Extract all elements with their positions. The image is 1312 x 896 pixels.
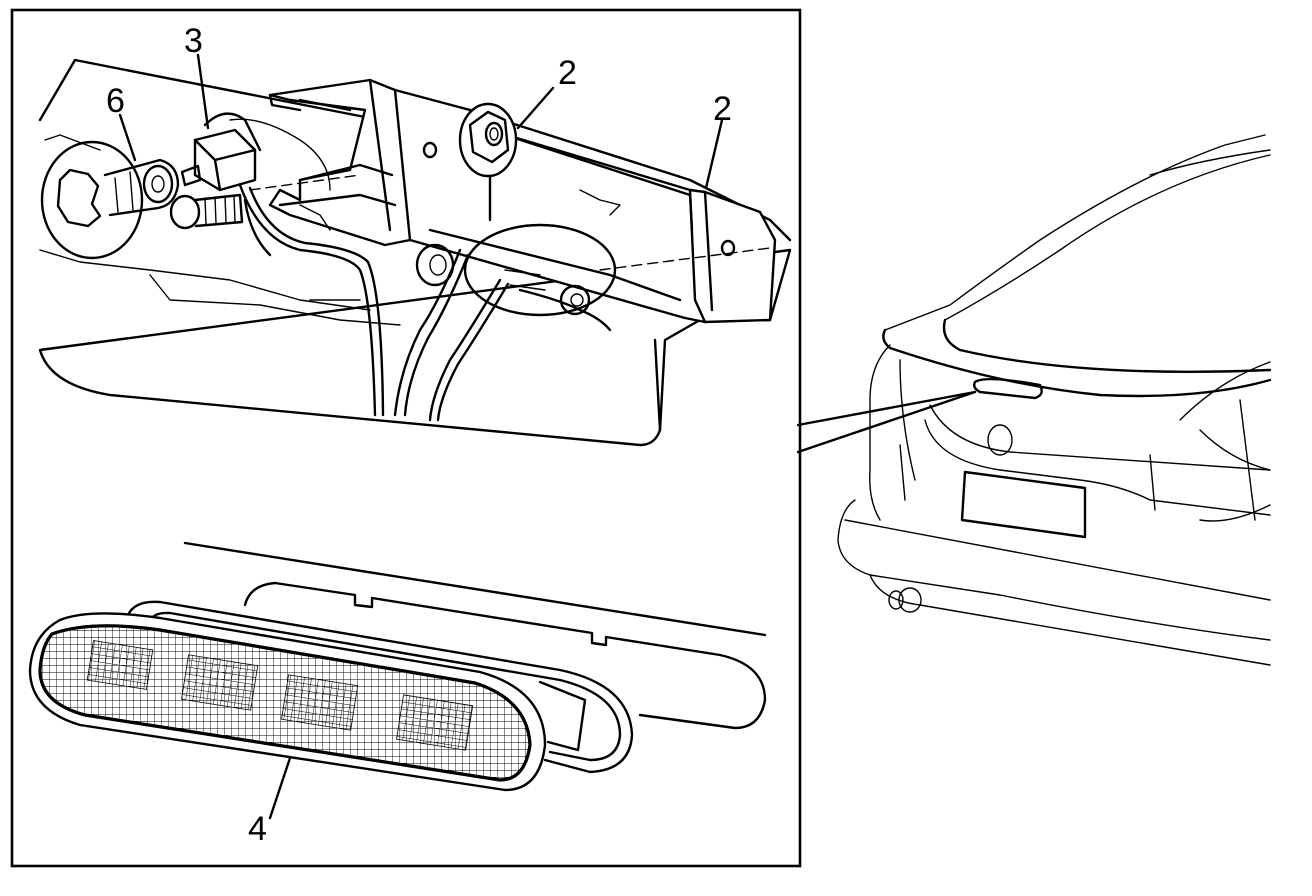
callout-2-nut: 2 [558,54,577,92]
bulb-socket [40,140,180,260]
leader-lines [118,53,724,820]
detail-pointer [796,390,977,454]
detail-frame [10,8,802,868]
callout-6: 6 [106,82,125,120]
mounting-bracket [268,78,777,324]
brake-light-lens [38,624,532,782]
body-cutout [183,541,767,730]
callout-4: 4 [248,810,267,848]
lamp-sockets [415,223,617,317]
screw-left [169,193,244,230]
alignment-lines [249,174,771,271]
nut [458,102,518,178]
connector [180,112,262,192]
callout-2-bracket: 2 [713,90,732,128]
callout-3: 3 [184,22,203,60]
car-rear-view [837,134,1272,666]
gasket [126,600,634,774]
